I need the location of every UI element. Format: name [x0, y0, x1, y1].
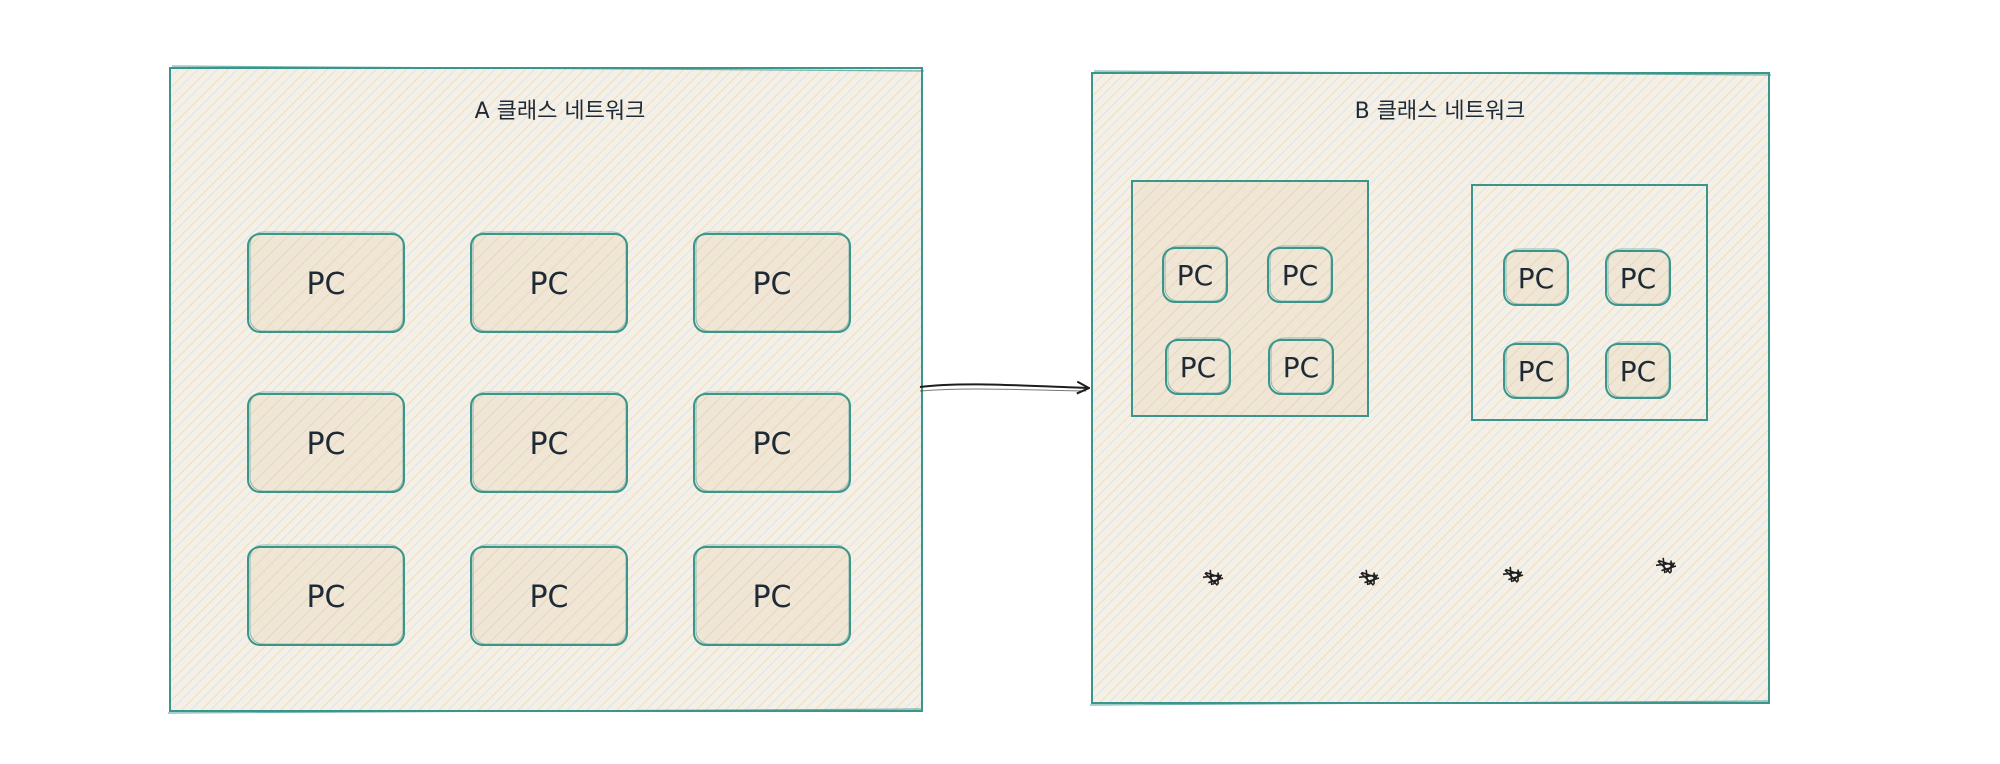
network-a-pc-3: PC [693, 231, 851, 333]
network-a-pc-2-sketch-outline [472, 231, 627, 332]
network-a-pc-8-sketch-outline [472, 544, 627, 645]
subnet-right-pc-3: PC [1503, 341, 1569, 399]
subnet-right-pc-4-label: PC [1620, 355, 1656, 388]
network-a-pc-8-label: PC [529, 580, 568, 615]
subnet-left-pc-4-box [1268, 339, 1334, 395]
network-a-pc-7: PC [247, 544, 405, 646]
subnet-left-pc-3: PC [1165, 337, 1231, 395]
subnet-right-pc-4: PC [1605, 341, 1671, 399]
subnet-right: PC PC PC PC [1471, 184, 1708, 421]
scribble-mark-1 [1202, 569, 1224, 586]
subnet-left-pc-4-sketch-outline [1270, 337, 1333, 394]
subnet-right-pc-4-box [1605, 343, 1671, 399]
network-a-title: A 클래스 네트워크 [475, 99, 646, 124]
network-a-pc-6-sketch-outline [695, 391, 850, 492]
network-a-pc-6: PC [693, 391, 851, 493]
subnet-left-pc-2: PC [1267, 245, 1333, 303]
subnet-left-pc-1-sketch-outline [1164, 245, 1227, 302]
connector-arrow [919, 384, 1088, 388]
subnet-right-pc-2-sketch-outline [1607, 248, 1670, 305]
subnet-left-pc-2-sketch-outline [1269, 245, 1332, 302]
network-a-pc-5-label: PC [529, 427, 568, 462]
network-a-pc-8: PC [470, 544, 628, 646]
subnet-left-pc-4: PC [1268, 337, 1334, 395]
network-a-pc-4-sketch-outline [249, 391, 404, 492]
subnet-left-pc-grid: PC PC PC PC [1162, 245, 1334, 395]
subnet-left-pc-3-box [1165, 339, 1231, 395]
network-a-pc-9-box [693, 546, 851, 646]
subnet-right-pc-3-label: PC [1518, 355, 1554, 388]
network-a-pc-1-sketch-outline [249, 231, 404, 332]
network-a-pc-3-label: PC [752, 267, 791, 302]
network-a-pc-9: PC [693, 544, 851, 646]
network-a-pc-6-label: PC [752, 427, 791, 462]
subnet-right-pc-4-sketch-outline [1607, 341, 1670, 398]
subnet-right-pc-2: PC [1605, 248, 1671, 306]
network-a-pc-9-sketch-outline [695, 544, 850, 645]
network-a-pc-4-label: PC [306, 427, 345, 462]
network-a-pc-1-label: PC [306, 267, 345, 302]
network-a: A 클래스 네트워크 PC PC PC PC PC PC PC PC PC [167, 65, 925, 714]
network-a-pc-4: PC [247, 391, 405, 493]
subnet-right-pc-2-label: PC [1620, 262, 1656, 295]
network-a-pc-9-label: PC [752, 580, 791, 615]
subnet-right-pc-1-label: PC [1518, 262, 1554, 295]
subnet-right-pc-1-sketch-outline [1505, 248, 1568, 305]
network-b-title: B 클래스 네트워크 [1355, 99, 1526, 124]
network-a-pc-7-label: PC [306, 580, 345, 615]
network-a-pc-7-sketch-outline [249, 544, 404, 645]
subnet-left-pc-2-label: PC [1282, 259, 1318, 292]
network-a-pc-3-sketch-outline [695, 231, 850, 332]
network-a-pc-1-box [247, 233, 405, 333]
subnet-left-pc-3-label: PC [1180, 351, 1216, 384]
network-a-pc-5-box [470, 393, 628, 493]
network-a-pc-2: PC [470, 231, 628, 333]
network-a-pc-5-sketch-outline [472, 391, 627, 492]
subnet-left-pc-4-label: PC [1283, 351, 1319, 384]
subnet-left-pc-1-label: PC [1177, 259, 1213, 292]
network-a-pc-4-box [247, 393, 405, 493]
network-a-pc-5: PC [470, 391, 628, 493]
subnet-right-pc-2-box [1605, 250, 1671, 306]
subnet-right-pc-1-box [1503, 250, 1569, 306]
subnet-left-pc-1: PC [1162, 245, 1228, 303]
subnet-right-pc-3-box [1503, 343, 1569, 399]
network-a-pc-2-label: PC [529, 267, 568, 302]
subnet-right-pc-3-sketch-outline [1505, 341, 1568, 398]
subnet-left-pc-1-box [1162, 247, 1228, 303]
network-a-pc-6-box [693, 393, 851, 493]
network-a-pc-7-box [247, 546, 405, 646]
scribble-marks [1202, 557, 1677, 586]
network-a-pc-2-box [470, 233, 628, 333]
subnet-left: PC PC PC PC [1131, 180, 1369, 417]
network-a-pc-8-box [470, 546, 628, 646]
scribble-mark-4 [1655, 557, 1677, 574]
scribble-mark-2 [1358, 569, 1380, 586]
scribble-mark-3 [1502, 566, 1524, 583]
network-a-pc-1: PC [247, 231, 405, 333]
subnet-left-pc-3-sketch-outline [1167, 337, 1230, 394]
subnet-right-pc-1: PC [1503, 248, 1569, 306]
network-a-pc-grid: PC PC PC PC PC PC PC PC PC [247, 231, 851, 646]
network-a-pc-3-box [693, 233, 851, 333]
network-b: B 클래스 네트워크 PC PC PC PC PC PC PC PC [1089, 70, 1772, 706]
subnet-right-pc-grid: PC PC PC PC [1503, 248, 1671, 399]
subnet-left-pc-2-box [1267, 247, 1333, 303]
